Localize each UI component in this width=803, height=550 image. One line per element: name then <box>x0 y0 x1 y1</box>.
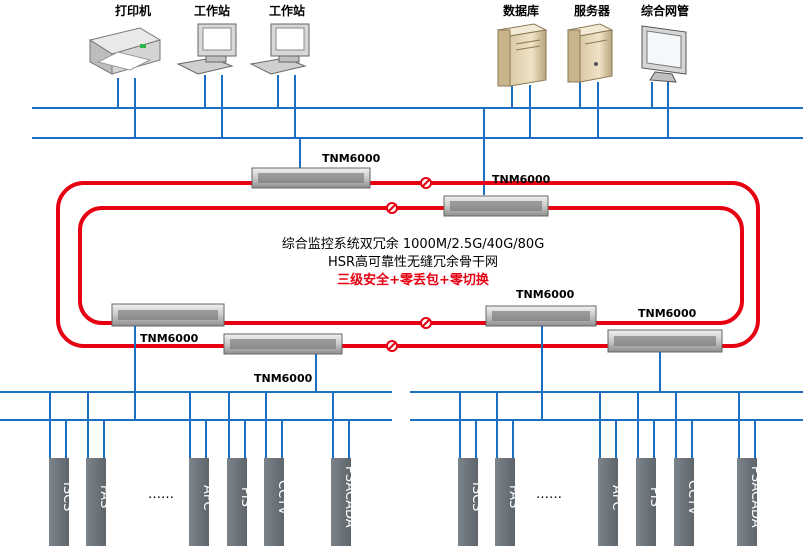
ring-description-line2: HSR高可靠性无缝冗余骨干网 <box>328 254 498 270</box>
subsystem-label: AFC <box>200 485 215 510</box>
subsystem-label: CCTV <box>275 480 290 515</box>
subsystem-psacada: PSACADA <box>737 458 763 546</box>
subsystem-psacada: PSACADA <box>331 458 357 546</box>
switch-tnm6000 <box>485 305 597 327</box>
subsystem-fas: FAS <box>495 458 521 546</box>
subsystem-afc: AFC <box>189 458 215 546</box>
subsystem-label: PIS <box>238 487 253 507</box>
subsystem-label: PSACADA <box>342 466 357 528</box>
workstation-icon <box>176 23 237 75</box>
server-tower-icon <box>496 23 548 87</box>
subsystem-cctv: CCTV <box>264 458 290 546</box>
switch-label: TNM6000 <box>516 288 575 301</box>
subsystem-label: FAS <box>506 485 521 508</box>
printer-icon <box>88 27 162 75</box>
subsystem-iscs: ISCS <box>458 458 484 546</box>
subsystem-label: AFC <box>609 485 624 510</box>
switch-label: TNM6000 <box>492 173 551 186</box>
hsr-ring <box>56 181 760 348</box>
switch-label: TNM6000 <box>254 372 313 385</box>
device-label-workstation-1: 工作站 <box>194 3 230 18</box>
bottom-bus-right <box>410 326 803 460</box>
switch-tnm6000 <box>223 333 343 355</box>
subsystem-iscs: ISCS <box>49 458 75 546</box>
device-label-workstation-2: 工作站 <box>269 3 305 18</box>
server-tower-icon <box>566 23 614 83</box>
switch-label: TNM6000 <box>638 307 697 320</box>
subsystem-pis: PIS <box>636 458 662 546</box>
device-label-server: 服务器 <box>574 3 611 18</box>
subsystem-label: CCTV <box>685 480 700 515</box>
switch-tnm6000 <box>607 329 723 353</box>
switch-tnm6000 <box>251 167 371 189</box>
subsystem-afc: AFC <box>598 458 624 546</box>
switch-label: TNM6000 <box>322 152 381 165</box>
switch-tnm6000 <box>443 195 549 217</box>
switch-label: TNM6000 <box>140 332 199 345</box>
switch-tnm6000 <box>111 303 225 327</box>
subsystem-fas: FAS <box>86 458 112 546</box>
device-label-management: 综合网管 <box>641 3 689 18</box>
ring-marker-icon <box>386 177 432 352</box>
ellipsis-left: …… <box>148 487 174 502</box>
device-label-database: 数据库 <box>503 3 539 18</box>
ring-description-line3: 三级安全+零丢包+零切换 <box>337 272 490 288</box>
subsystem-label: ISCS <box>60 482 75 511</box>
monitor-icon <box>641 25 687 83</box>
subsystem-label: PIS <box>647 487 662 507</box>
ellipsis-right: …… <box>536 487 562 502</box>
top-bus <box>32 75 803 195</box>
device-label-printer: 打印机 <box>115 3 151 18</box>
workstation-icon <box>249 23 310 75</box>
subsystem-label: PSACADA <box>748 466 763 528</box>
bottom-bus-left <box>0 326 392 460</box>
subsystem-label: FAS <box>97 485 112 508</box>
subsystem-cctv: CCTV <box>674 458 700 546</box>
subsystem-label: ISCS <box>469 482 484 511</box>
subsystem-pis: PIS <box>227 458 253 546</box>
ring-description-line1: 综合监控系统双冗余 1000M/2.5G/40G/80G <box>282 236 545 252</box>
